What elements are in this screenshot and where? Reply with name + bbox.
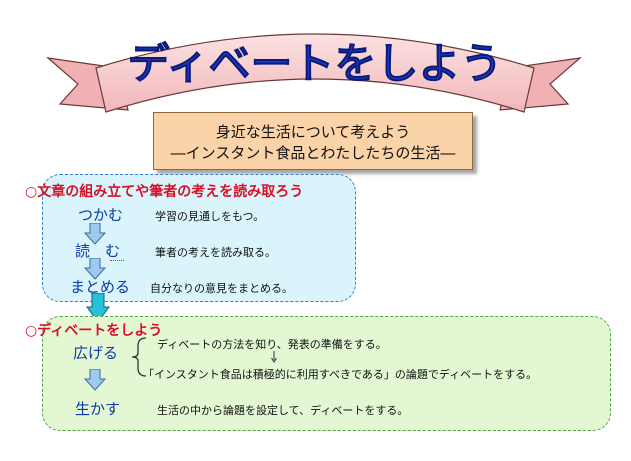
down-arrow-icon <box>84 258 106 280</box>
step-tsukamu: つかむ <box>78 206 124 224</box>
step-ikasu-desc: 生活の中から論題を設定して、ディベートをする。 <box>157 404 409 417</box>
spell-check-underline <box>110 260 124 261</box>
step-hirogeru-desc-2: 「インスタント食品は積極的に利用すべきである」の論題でディベートをする。 <box>143 368 538 381</box>
section-connector-arrow-icon <box>86 293 110 323</box>
section2-heading: ○ディベートをしよう <box>25 323 163 339</box>
subtitle-line-1: 身近な生活について考えよう <box>215 123 411 141</box>
step-matomeru: まとめる <box>70 278 131 296</box>
step-hirogeru: 広げる <box>73 344 119 362</box>
title-banner: ディベートをしよう <box>46 33 582 113</box>
subtitle-box: 身近な生活について考えよう ―インスタント食品とわたしたちの生活― <box>153 112 473 170</box>
section1-heading: ○文章の組み立てや筆者の考えを読み取ろう <box>25 184 304 200</box>
step-hirogeru-desc-1: ディベートの方法を知り、発表の準備をする。 <box>157 338 387 351</box>
step-ikasu: 生かす <box>75 400 121 418</box>
down-arrow-icon <box>84 223 106 245</box>
curly-brace-icon <box>131 337 147 377</box>
small-down-arrow-icon <box>271 351 277 363</box>
section2-box <box>42 316 611 431</box>
subtitle-line-2: ―インスタント食品とわたしたちの生活― <box>170 144 456 162</box>
step-matomeru-desc: 自分なりの意見をまとめる。 <box>150 282 293 295</box>
down-arrow-icon <box>84 369 106 391</box>
banner-title: ディベートをしよう <box>127 39 502 88</box>
step-tsukamu-desc: 学習の見通しをもつ。 <box>155 210 265 223</box>
step-yomu: 読 む <box>75 242 121 260</box>
ribbon-band <box>95 33 535 113</box>
step-yomu-desc: 筆者の考えを読み取る。 <box>155 246 276 259</box>
